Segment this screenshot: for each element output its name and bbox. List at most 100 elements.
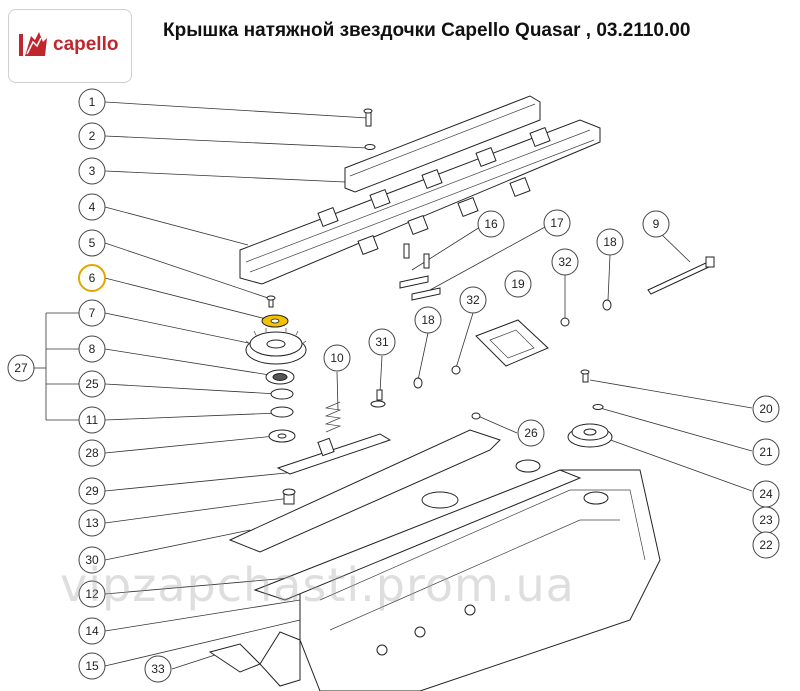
watermark-text: vipzapchasti.prom.ua bbox=[60, 558, 575, 612]
callout-27: 27 bbox=[7, 354, 35, 382]
bushing-part-29 bbox=[282, 488, 296, 505]
callout-24: 24 bbox=[752, 480, 780, 508]
block-part-19 bbox=[475, 319, 549, 367]
bolt-part-1 bbox=[363, 108, 373, 127]
svg-text:25: 25 bbox=[85, 377, 99, 391]
washer-part-28 bbox=[268, 429, 296, 443]
callout-18b: 18 bbox=[596, 228, 624, 256]
main-frame bbox=[299, 459, 661, 691]
svg-text:13: 13 bbox=[85, 516, 99, 530]
callout-19: 19 bbox=[504, 270, 532, 298]
washer-part-21 bbox=[592, 404, 604, 410]
callout-32a: 32 bbox=[459, 286, 487, 314]
callout-17: 17 bbox=[543, 209, 571, 237]
callout-28: 28 bbox=[78, 439, 106, 467]
callout-13: 13 bbox=[78, 509, 106, 537]
nut-part-18b bbox=[602, 299, 612, 311]
ring-part-25 bbox=[270, 388, 294, 400]
svg-text:28: 28 bbox=[85, 446, 99, 460]
callout-31: 31 bbox=[368, 328, 396, 356]
callout-33: 33 bbox=[144, 655, 172, 683]
page-title: Крышка натяжной звездочки Capello Quasar… bbox=[163, 20, 691, 41]
washer-part-32a bbox=[451, 365, 461, 375]
svg-text:32: 32 bbox=[558, 255, 572, 269]
logo-text: capello bbox=[53, 34, 119, 55]
callout-3: 3 bbox=[78, 157, 106, 185]
plate-part-12 bbox=[253, 469, 582, 601]
callout-6: 6 bbox=[78, 264, 106, 292]
svg-text:3: 3 bbox=[89, 164, 96, 178]
svg-text:26: 26 bbox=[524, 426, 538, 440]
svg-text:33: 33 bbox=[151, 662, 165, 676]
svg-text:6: 6 bbox=[89, 271, 96, 285]
callout-14: 14 bbox=[78, 617, 106, 645]
callout-4: 4 bbox=[78, 193, 106, 221]
svg-text:30: 30 bbox=[85, 553, 99, 567]
svg-text:19: 19 bbox=[511, 277, 525, 291]
bolt-part-31 bbox=[370, 389, 386, 408]
callout-15: 15 bbox=[78, 652, 106, 680]
washer-part-32b bbox=[560, 317, 570, 327]
svg-text:11: 11 bbox=[86, 413, 99, 427]
svg-text:21: 21 bbox=[759, 445, 773, 459]
sprocket-part-7 bbox=[245, 328, 307, 365]
svg-text:23: 23 bbox=[759, 513, 773, 527]
svg-text:7: 7 bbox=[89, 306, 96, 320]
washer-part-26 bbox=[471, 412, 481, 420]
callout-10: 10 bbox=[323, 344, 351, 372]
callout-16: 16 bbox=[477, 210, 505, 238]
svg-text:20: 20 bbox=[759, 402, 773, 416]
bolt-part-5 bbox=[266, 295, 276, 308]
guide-rail bbox=[344, 95, 541, 193]
svg-text:18: 18 bbox=[421, 313, 435, 327]
svg-text:27: 27 bbox=[14, 361, 28, 375]
svg-text:4: 4 bbox=[89, 200, 96, 214]
callout-26: 26 bbox=[517, 419, 545, 447]
logo-mark-icon bbox=[19, 32, 47, 56]
ring-part-11 bbox=[270, 406, 294, 418]
svg-text:17: 17 bbox=[550, 216, 564, 230]
svg-text:14: 14 bbox=[85, 624, 99, 638]
callout-18a: 18 bbox=[414, 306, 442, 334]
callout-20: 20 bbox=[752, 395, 780, 423]
svg-text:5: 5 bbox=[89, 236, 96, 250]
cover-plate-part-30 bbox=[228, 429, 501, 553]
bolt-part-9 bbox=[647, 256, 715, 295]
leader-lines bbox=[104, 101, 753, 670]
callout-32b: 32 bbox=[551, 248, 579, 276]
callout-22: 22 bbox=[752, 531, 780, 559]
svg-text:2: 2 bbox=[89, 129, 96, 143]
svg-text:8: 8 bbox=[89, 342, 96, 356]
group-bracket-27 bbox=[34, 312, 80, 421]
svg-text:31: 31 bbox=[375, 335, 389, 349]
brand-logo: capello bbox=[8, 9, 132, 83]
pin-part-16 bbox=[399, 243, 441, 301]
svg-text:10: 10 bbox=[330, 351, 344, 365]
callout-2: 2 bbox=[78, 122, 106, 150]
spring-part-10 bbox=[324, 401, 342, 433]
svg-text:9: 9 bbox=[653, 217, 660, 231]
callout-12: 12 bbox=[78, 580, 106, 608]
bearing-part-8 bbox=[265, 369, 295, 385]
svg-text:22: 22 bbox=[759, 538, 773, 552]
nut-part-18a bbox=[413, 377, 423, 389]
callout-9: 9 bbox=[642, 210, 670, 238]
callout-29: 29 bbox=[78, 477, 106, 505]
svg-text:15: 15 bbox=[85, 659, 99, 673]
svg-text:16: 16 bbox=[484, 217, 498, 231]
callout-1: 1 bbox=[78, 88, 106, 116]
lever-part-33 bbox=[208, 631, 301, 687]
bolt-part-20 bbox=[580, 369, 590, 383]
svg-text:24: 24 bbox=[759, 487, 773, 501]
washer-part-2 bbox=[364, 144, 376, 150]
svg-text:12: 12 bbox=[85, 587, 99, 601]
callout-7: 7 bbox=[78, 299, 106, 327]
svg-text:32: 32 bbox=[466, 293, 480, 307]
callout-5: 5 bbox=[78, 229, 106, 257]
callout-30: 30 bbox=[78, 546, 106, 574]
callout-23: 23 bbox=[752, 506, 780, 534]
svg-text:18: 18 bbox=[603, 235, 617, 249]
svg-text:1: 1 bbox=[89, 95, 96, 109]
callout-11: 11 bbox=[78, 406, 106, 434]
